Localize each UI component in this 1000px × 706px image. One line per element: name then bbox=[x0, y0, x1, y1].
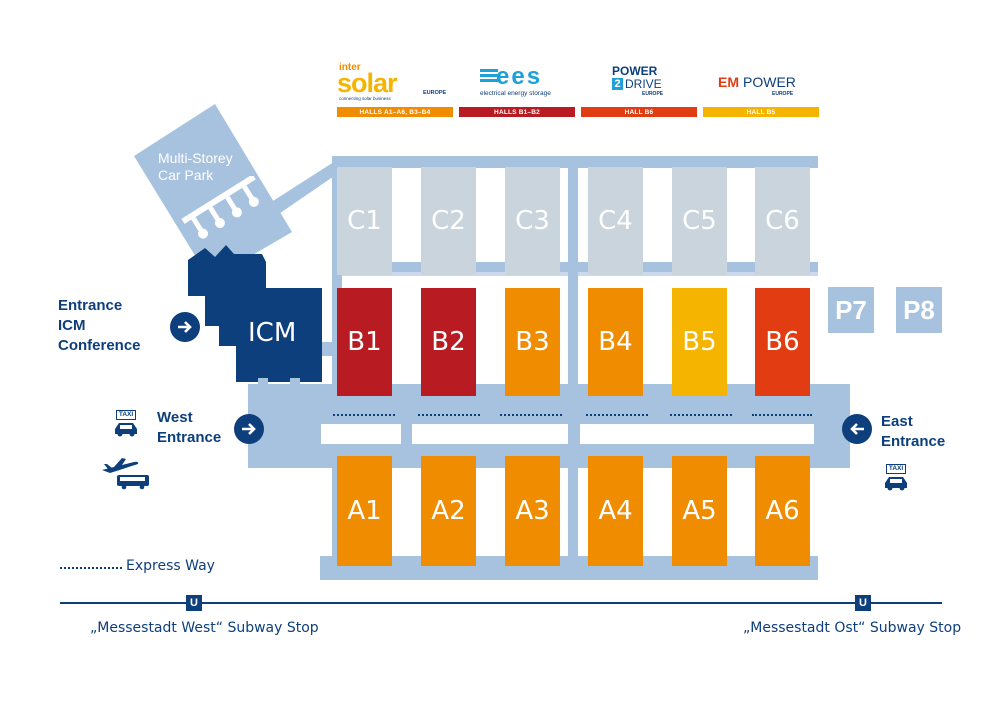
icm-stub-2 bbox=[290, 378, 300, 386]
express-way-6 bbox=[752, 414, 812, 416]
empower-logo: EM POWER EUROPE bbox=[718, 74, 808, 104]
icm-connector bbox=[322, 342, 336, 356]
express-way-3 bbox=[500, 414, 562, 416]
entrance-icm-line3: Conference bbox=[58, 337, 141, 354]
hall-a4[interactable]: A4 bbox=[588, 456, 643, 566]
ees-lines-icon bbox=[480, 69, 498, 87]
hall-b4[interactable]: B4 bbox=[588, 288, 643, 396]
airplane-icon bbox=[100, 456, 140, 481]
empower-em: EM bbox=[718, 74, 739, 90]
subway-west-label: „Messestadt West“ Subway Stop bbox=[90, 620, 319, 636]
express-way-2 bbox=[418, 414, 480, 416]
entrance-west-arrow-icon[interactable] bbox=[234, 414, 264, 444]
power2drive-logo: POWER 2 DRIVE EUROPE bbox=[608, 64, 678, 106]
hall-a1[interactable]: A1 bbox=[337, 456, 392, 566]
subway-east-u-icon[interactable]: U bbox=[855, 595, 871, 611]
hall-a3[interactable]: A3 bbox=[505, 456, 560, 566]
entrance-icm-arrow-icon[interactable] bbox=[170, 312, 200, 342]
taxi-east-icon: TAXI bbox=[882, 464, 910, 492]
car-park-line2: Car Park bbox=[158, 167, 214, 183]
entrance-icm-line2: ICM bbox=[58, 317, 86, 334]
empower-region: EUROPE bbox=[772, 91, 794, 97]
taxi-west-icon: TAXI bbox=[112, 410, 140, 438]
entrance-east-line1: East bbox=[881, 413, 913, 430]
hall-b6[interactable]: B6 bbox=[755, 288, 810, 396]
intersolar-logo: inter solar EUROPE connecting solar busi… bbox=[337, 62, 453, 104]
power2drive-line1: POWER bbox=[612, 64, 658, 78]
express-way-1 bbox=[333, 414, 395, 416]
concourse-lane-1 bbox=[321, 424, 401, 444]
ees-tag: electrical energy storage bbox=[480, 90, 551, 97]
power2drive-halls-bar: HALL B6 bbox=[581, 107, 697, 117]
subway-east-label: „Messestadt Ost“ Subway Stop bbox=[743, 620, 962, 636]
taxi-east-sign: TAXI bbox=[886, 464, 906, 474]
icm-label[interactable]: ICM bbox=[248, 318, 297, 348]
car-park-line1: Multi-Storey bbox=[158, 150, 233, 166]
central-spine bbox=[568, 156, 578, 556]
entrance-east-line2: Entrance bbox=[881, 433, 946, 450]
entrance-west-line1: West bbox=[157, 409, 193, 426]
entrance-west-label: West Entrance bbox=[157, 408, 221, 448]
car-park-connector bbox=[262, 158, 340, 220]
bus-icon bbox=[116, 474, 150, 495]
car-park-ramps-icon bbox=[181, 176, 259, 239]
parking-p8[interactable]: P8 bbox=[896, 287, 942, 333]
ees-logo: ees electrical energy storage bbox=[480, 63, 560, 105]
hall-b1[interactable]: B1 bbox=[337, 288, 392, 396]
car-park-building bbox=[134, 104, 292, 280]
parking-p7[interactable]: P7 bbox=[828, 287, 874, 333]
entrance-east-arrow-icon[interactable] bbox=[842, 414, 872, 444]
legend-express-way-line bbox=[60, 567, 122, 569]
hall-c2[interactable]: C2 bbox=[421, 167, 476, 275]
hall-c3[interactable]: C3 bbox=[505, 167, 560, 275]
express-way-5 bbox=[670, 414, 732, 416]
hall-b2[interactable]: B2 bbox=[421, 288, 476, 396]
entrance-west-line2: Entrance bbox=[157, 429, 222, 446]
car-park-label[interactable]: Multi-Storey Car Park bbox=[158, 150, 233, 184]
entrance-icm-label: Entrance ICM Conference bbox=[58, 296, 141, 356]
hall-c5[interactable]: C5 bbox=[672, 167, 727, 275]
ees-halls-bar: HALLS B1–B2 bbox=[459, 107, 575, 117]
concourse-lane-3 bbox=[580, 424, 814, 444]
icm-building bbox=[188, 245, 322, 382]
taxi-west-sign: TAXI bbox=[116, 410, 136, 420]
south-corridor bbox=[320, 556, 818, 580]
hall-b5[interactable]: B5 bbox=[672, 288, 727, 396]
intersolar-region: EUROPE bbox=[423, 90, 447, 96]
power2drive-region: EUROPE bbox=[642, 91, 664, 97]
subway-west-u-icon[interactable]: U bbox=[186, 595, 202, 611]
entrance-icm-line1: Entrance bbox=[58, 297, 123, 314]
power2drive-2: 2 bbox=[612, 78, 623, 90]
empower-power: POWER bbox=[743, 74, 796, 90]
hall-b3[interactable]: B3 bbox=[505, 288, 560, 396]
ees-main: ees bbox=[496, 63, 543, 90]
power2drive-line2: DRIVE bbox=[625, 77, 662, 91]
hall-a2[interactable]: A2 bbox=[421, 456, 476, 566]
subway-line bbox=[60, 602, 942, 604]
intersolar-tag: connecting solar business bbox=[339, 96, 391, 101]
hall-a6[interactable]: A6 bbox=[755, 456, 810, 566]
entrance-east-label: East Entrance bbox=[881, 412, 945, 452]
concourse-lane-2 bbox=[412, 424, 568, 444]
intersolar-main: solar bbox=[337, 68, 398, 98]
legend-express-way-label: Express Way bbox=[126, 558, 215, 574]
hall-a5[interactable]: A5 bbox=[672, 456, 727, 566]
hall-c1[interactable]: C1 bbox=[337, 167, 392, 275]
hall-c6[interactable]: C6 bbox=[755, 167, 810, 275]
icm-stub-1 bbox=[258, 378, 268, 386]
express-way-4 bbox=[586, 414, 648, 416]
hall-c4[interactable]: C4 bbox=[588, 167, 643, 275]
intersolar-top: inter bbox=[339, 62, 361, 73]
empower-halls-bar: HALL B5 bbox=[703, 107, 819, 117]
intersolar-halls-bar: HALLS A1–A6, B3–B4 bbox=[337, 107, 453, 117]
